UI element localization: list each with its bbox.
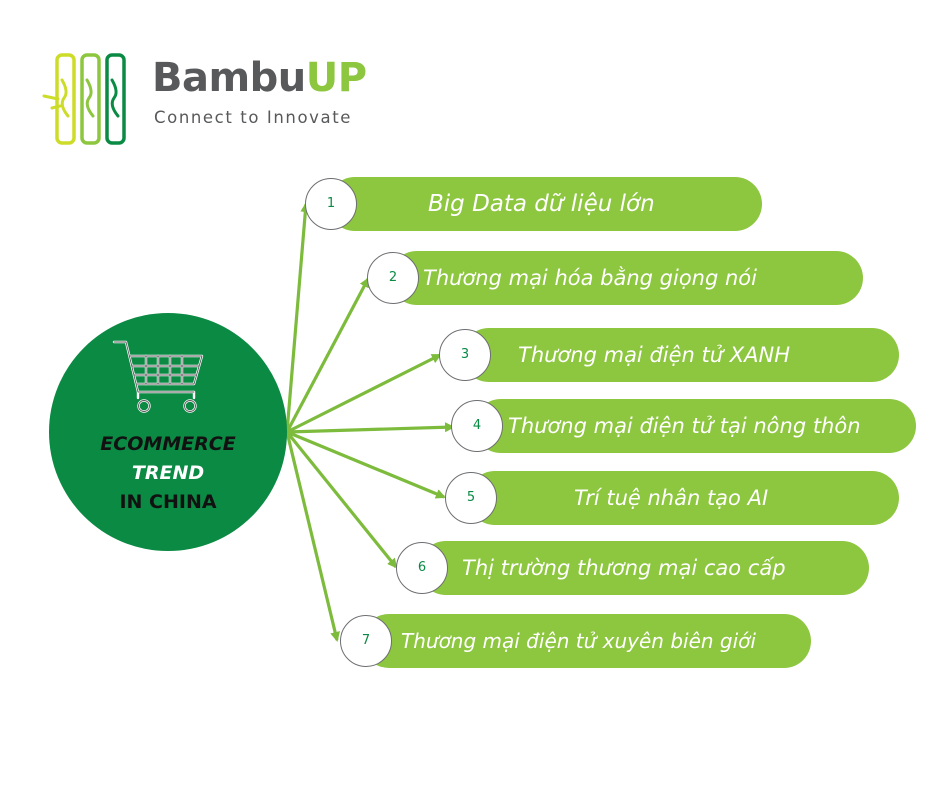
trend-pill-4	[474, 399, 916, 453]
brand-tagline: Connect to Innovate	[154, 108, 353, 127]
trend-number-1: 1	[305, 178, 357, 230]
trend-label-1: Big Data dữ liệu lớn	[428, 191, 655, 217]
trend-label-5: Trí tuệ nhân tạo AI	[574, 486, 769, 510]
hub-title-line1: ECOMMERCE	[100, 433, 236, 455]
arrow-7	[285, 431, 340, 642]
arrow-1	[285, 202, 311, 433]
brand-name: BambuUP	[152, 58, 367, 98]
trend-label-6: Thị trường thương mại cao cấp	[462, 556, 786, 580]
trend-label-7: Thương mại điện tử xuyên biên giới	[401, 629, 756, 653]
trend-pill-5	[468, 471, 899, 525]
hub-circle	[49, 313, 287, 551]
hub-title: ECOMMERCE TREND IN CHINA	[49, 430, 287, 517]
trend-pill-1	[328, 177, 762, 231]
trend-pill-6	[419, 541, 869, 595]
trend-number-6: 6	[396, 542, 448, 594]
arrow-6	[285, 430, 398, 569]
trend-pill-7	[362, 614, 811, 668]
arrow-4	[286, 422, 455, 434]
trend-number-2: 2	[367, 252, 419, 304]
trend-pill-3	[462, 328, 899, 382]
trend-number-7: 7	[340, 615, 392, 667]
hub-title-line2: TREND	[131, 462, 205, 484]
brand-name-part1: Bambu	[152, 55, 306, 101]
arrow-2	[285, 277, 370, 433]
trend-pill-2	[390, 251, 863, 305]
trend-number-3: 3	[439, 329, 491, 381]
trend-label-4: Thương mại điện tử tại nông thôn	[508, 414, 861, 438]
trend-label-3: Thương mại điện tử XANH	[518, 343, 790, 367]
shopping-cart-icon	[112, 340, 204, 413]
bamboo-logo-icon	[42, 53, 126, 145]
trend-label-2: Thương mại hóa bằng giọng nói	[423, 266, 757, 290]
trend-number-4: 4	[451, 400, 503, 452]
hub-title-line3: IN CHINA	[119, 491, 217, 513]
trend-number-5: 5	[445, 472, 497, 524]
brand-name-part2: UP	[305, 55, 367, 101]
arrow-3	[286, 353, 442, 434]
arrow-5	[286, 430, 446, 499]
